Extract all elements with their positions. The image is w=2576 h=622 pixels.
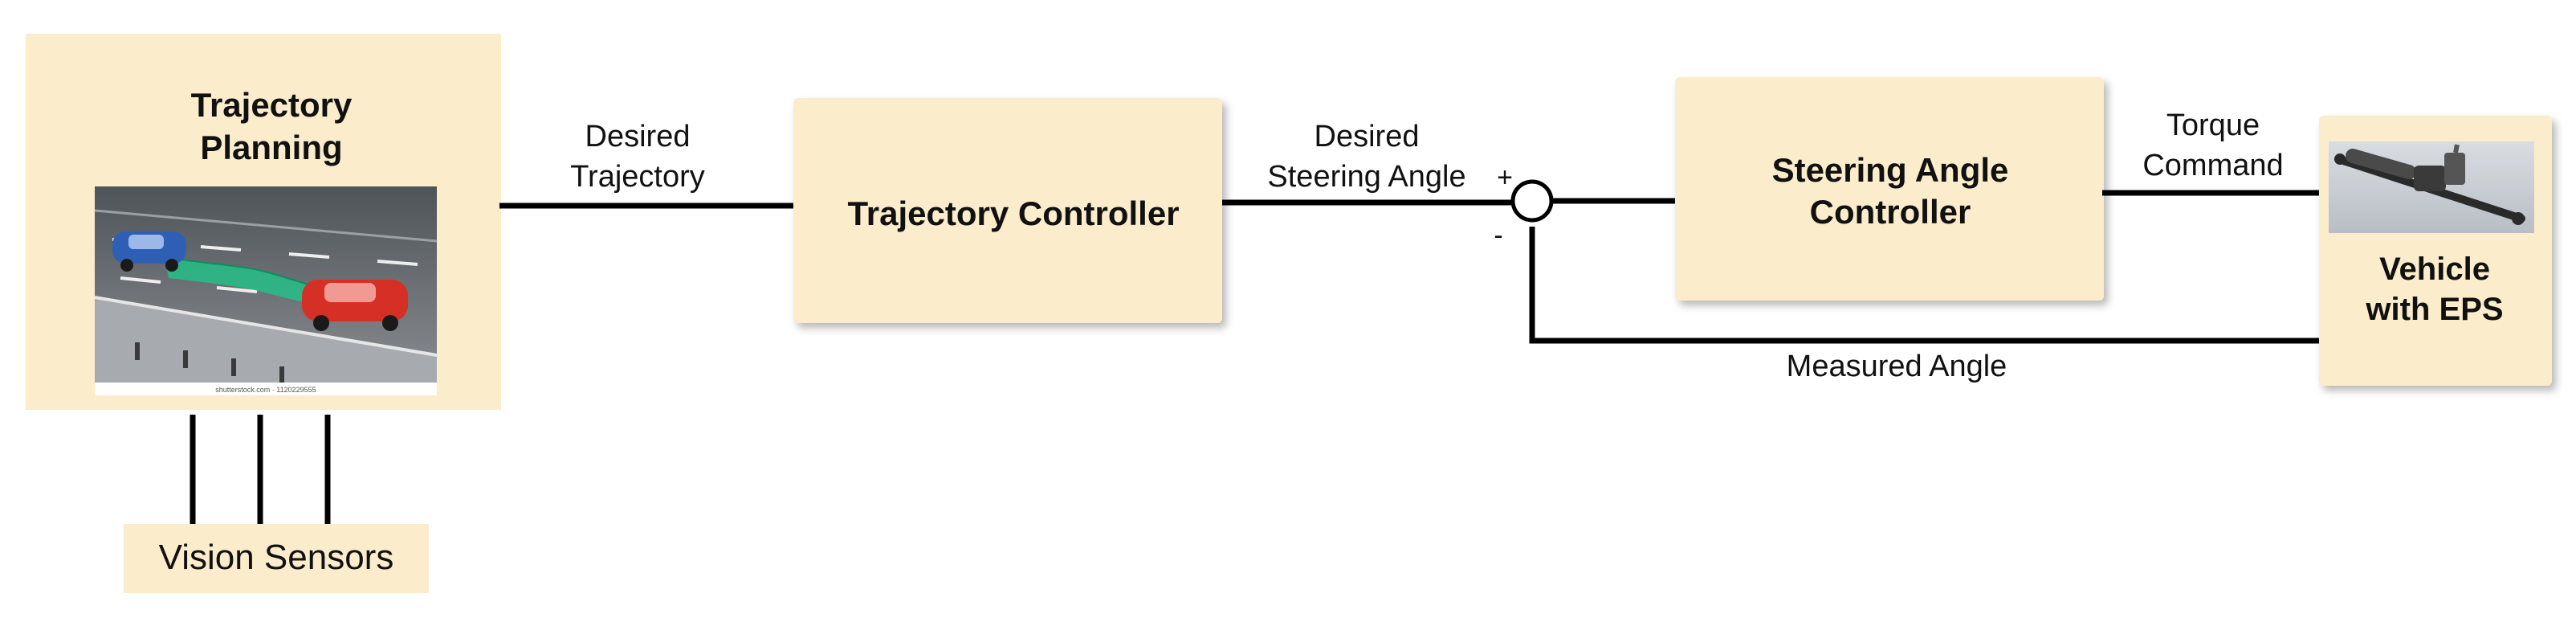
steering-angle-controller-block: Steering Angle Controller <box>1675 77 2104 301</box>
vision-sensors-block: Vision Sensors <box>124 524 429 593</box>
desired-trajectory-label-line2: Trajectory <box>570 160 705 194</box>
road-lane-change-photo-icon: shutterstock.com · 1120229555 <box>94 186 438 395</box>
vision-sensors-label: Vision Sensors <box>159 538 394 577</box>
trajectory-planning-title-line2: Planning <box>200 129 342 166</box>
vehicle-eps-label-line2: with EPS <box>2365 292 2503 327</box>
summing-minus-sign: - <box>1494 220 1502 251</box>
desired-steering-angle-label-line2: Steering Angle <box>1267 160 1465 194</box>
steering-angle-controller-box <box>1675 77 2104 301</box>
summing-plus-sign: + <box>1497 162 1513 193</box>
trajectory-controller-box <box>793 98 1222 323</box>
vehicle-eps-label-line1: Vehicle <box>2379 252 2490 287</box>
steering-rack-photo-icon <box>2329 141 2534 233</box>
trajectory-planning-block: Trajectory Planning <box>26 34 501 410</box>
trajectory-controller-label: Trajectory Controller <box>847 194 1179 232</box>
trajectory-planning-title-line1: Trajectory <box>191 86 353 124</box>
measured-angle-feedback-arrow <box>1529 226 2319 344</box>
steering-angle-controller-label-line1: Steering Angle <box>1772 151 2009 189</box>
trajectory-controller-block: Trajectory Controller <box>793 98 1222 323</box>
torque-command-label-line2: Command <box>2142 149 2283 182</box>
desired-trajectory-label-line1: Desired <box>585 120 691 153</box>
vehicle-eps-block: Vehicle with EPS <box>2319 116 2552 386</box>
torque-command-label-line1: Torque <box>2166 108 2260 142</box>
photo-caption: shutterstock.com · 1120229555 <box>215 386 316 394</box>
summing-junction-circle <box>1510 179 1554 223</box>
measured-angle-label: Measured Angle <box>1787 350 2007 383</box>
summing-junction: + - <box>1494 162 1554 251</box>
vision-sensors-box <box>124 524 429 593</box>
steering-angle-controller-label-line2: Controller <box>1810 193 1971 231</box>
desired-steering-angle-label-line1: Desired <box>1314 120 1420 153</box>
